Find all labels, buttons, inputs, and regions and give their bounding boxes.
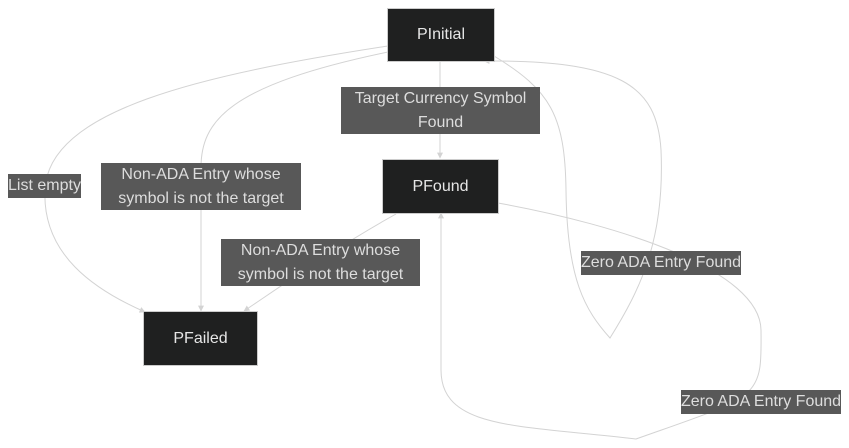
edge-label-zero-ada-self: Zero ADA Entry Found bbox=[681, 390, 841, 414]
edge-label-non-ada-initial: Non-ADA Entry whose symbol is not the ta… bbox=[101, 163, 301, 210]
edge-found-to-initial-zero-ada bbox=[483, 55, 662, 339]
node-pfailed[interactable]: PFailed bbox=[143, 311, 258, 366]
node-pfailed-label: PFailed bbox=[173, 329, 228, 347]
node-pfound-label: PFound bbox=[412, 177, 469, 195]
edge-initial-to-failed-non-ada bbox=[198, 51, 389, 312]
edge-label-target-currency-found: Target Currency Symbol Found bbox=[341, 87, 540, 134]
edge-label-non-ada-found: Non-ADA Entry whose symbol is not the ta… bbox=[221, 239, 420, 286]
edge-found-to-found-zero-ada bbox=[438, 202, 762, 440]
edge-label-list-empty: List empty bbox=[8, 174, 81, 198]
node-pfound[interactable]: PFound bbox=[382, 159, 499, 214]
node-pinitial-label: PInitial bbox=[416, 26, 466, 43]
edge-initial-to-failed-empty bbox=[44, 45, 389, 313]
node-pinitial[interactable]: PInitial bbox=[387, 8, 495, 62]
edge-label-zero-ada-to-initial: Zero ADA Entry Found bbox=[581, 251, 741, 275]
